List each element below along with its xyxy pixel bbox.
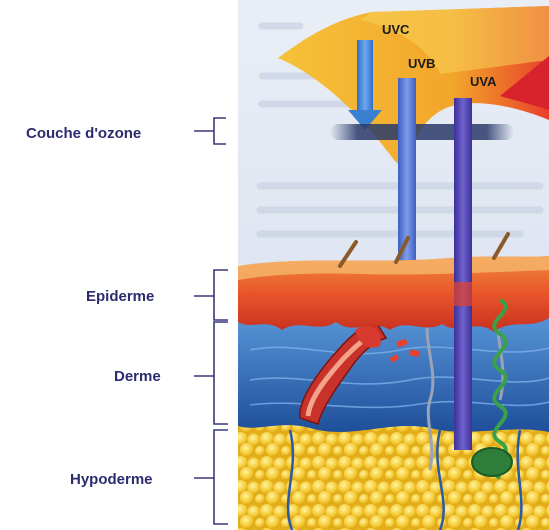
- ozone-label: Couche d'ozone: [26, 125, 141, 142]
- uva-label: UVA: [470, 74, 497, 89]
- dermis-label: Derme: [114, 368, 161, 385]
- dermis-bracket: [194, 322, 228, 424]
- hypodermis-label: Hypoderme: [70, 471, 153, 488]
- ozone-bracket: [194, 118, 226, 144]
- uvb-beam: [398, 78, 416, 278]
- hypodermis-bracket: [194, 430, 228, 524]
- uva-beam-dermis-glow: [454, 282, 472, 306]
- ozone-layer: [330, 124, 514, 140]
- epidermis-bracket: [194, 270, 228, 320]
- uvc-label: UVC: [382, 22, 410, 37]
- gland: [472, 448, 512, 476]
- uvc-beam: [357, 40, 373, 112]
- epidermis-label: Epiderme: [86, 288, 154, 305]
- uvb-label: UVB: [408, 56, 435, 71]
- uva-beam: [454, 98, 472, 450]
